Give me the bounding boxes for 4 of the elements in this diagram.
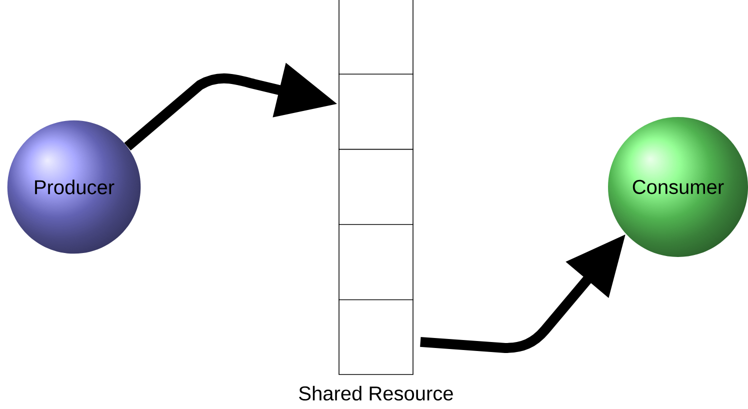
sphere: Producer	[35, 180, 114, 194]
sphere: Consumer	[632, 180, 724, 194]
node-label: Shared Resource	[299, 386, 453, 401]
buffer-stack: Shared Resource	[299, 0, 453, 401]
